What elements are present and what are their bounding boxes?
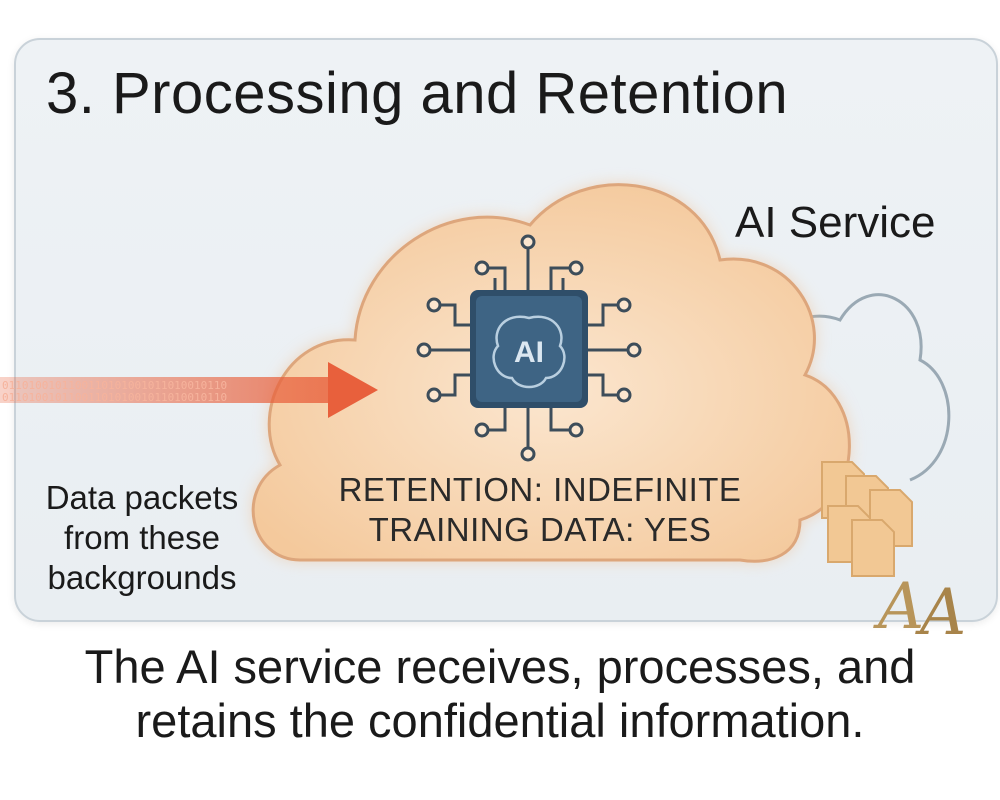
aa-logo: A A (873, 570, 966, 650)
slide-title: 3. Processing and Retention (46, 61, 789, 126)
caption-line: The AI service receives, processes, and (84, 640, 916, 693)
data-packets-label: Data packets from these backgrounds (22, 478, 262, 598)
packets-label-line: from these (64, 519, 220, 556)
binary-stream-top: 0110100101100110101001011010010110 (2, 379, 227, 392)
logo-letter-a-1: A (873, 570, 924, 644)
brain-icon (492, 315, 566, 389)
ai-chip-icon: AI (470, 290, 588, 408)
packets-label-line: backgrounds (47, 559, 237, 596)
slide-caption: The AI service receives, processes, and … (0, 640, 1000, 748)
circuit-traces (416, 234, 642, 462)
chip-label: AI (514, 336, 544, 369)
binary-stream-bottom: 0110100101100110101001011010010110 (2, 391, 227, 404)
packets-label-line: Data packets (45, 479, 239, 516)
data-packet-arrow: 0110100101100110101001011010010110 01101… (0, 362, 378, 418)
documents-stack-icon (821, 461, 913, 577)
caption-line: retains the confidential information. (135, 694, 865, 747)
arrow-head-icon (328, 362, 378, 418)
retention-status: RETENTION: INDEFINITE (338, 471, 742, 508)
cloud-status-text: RETENTION: INDEFINITE TRAINING DATA: YES (300, 470, 780, 550)
training-status: TRAINING DATA: YES (368, 511, 712, 548)
ai-service-label: AI Service (735, 198, 936, 247)
logo-letter-a-2: A (915, 576, 966, 650)
